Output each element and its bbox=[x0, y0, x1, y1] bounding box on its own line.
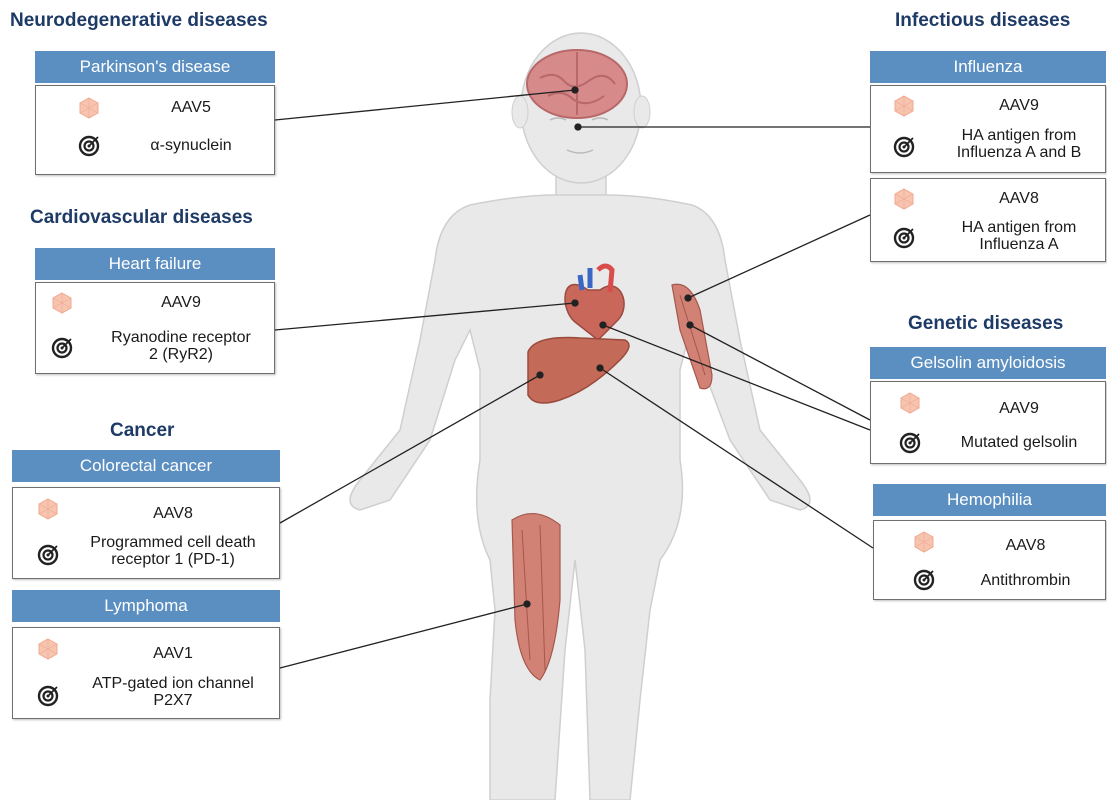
target-icon bbox=[899, 432, 921, 454]
aav-capsid-icon bbox=[913, 531, 935, 553]
aav-capsid-icon bbox=[78, 97, 100, 119]
target-icon bbox=[893, 227, 915, 249]
heading-cancer: Cancer bbox=[110, 420, 174, 442]
target-label: Mutated gelsolin bbox=[931, 434, 1107, 451]
card-influenza-aav9: AAV9 HA antigen from Influenza A and B bbox=[870, 85, 1106, 173]
card-heart-failure: AAV9 Ryanodine receptor 2 (RyR2) bbox=[35, 282, 275, 374]
vector-label: AAV8 bbox=[944, 537, 1107, 555]
aav-capsid-icon bbox=[899, 392, 921, 414]
banner-heart-failure: Heart failure bbox=[35, 248, 275, 280]
connector-dot-liver-2 bbox=[597, 365, 603, 371]
target-icon bbox=[893, 136, 915, 158]
heading-infectious: Infectious diseases bbox=[895, 10, 1070, 32]
target-icon bbox=[913, 569, 935, 591]
body-silhouette bbox=[350, 33, 810, 800]
banner-parkinsons: Parkinson's disease bbox=[35, 51, 275, 83]
target-label: ATP-gated ion channel P2X7 bbox=[65, 675, 281, 709]
ear-right bbox=[634, 96, 650, 128]
card-parkinsons: AAV5 α-synuclein bbox=[35, 85, 275, 175]
banner-influenza: Influenza bbox=[870, 51, 1106, 83]
vector-label: AAV9 bbox=[931, 97, 1107, 115]
connector-dot-brain bbox=[572, 87, 578, 93]
target-label: Programmed cell death receptor 1 (PD-1) bbox=[65, 534, 281, 568]
aav-capsid-icon bbox=[893, 188, 915, 210]
target-label: α-synuclein bbox=[106, 137, 276, 154]
aav-capsid-icon bbox=[51, 292, 73, 314]
connector-lymphoma bbox=[280, 604, 527, 668]
banner-colorectal: Colorectal cancer bbox=[12, 450, 280, 482]
aav-capsid-icon bbox=[893, 95, 915, 117]
target-label: Antithrombin bbox=[944, 572, 1107, 589]
card-influenza-aav8: AAV8 HA antigen from Influenza A bbox=[870, 178, 1106, 262]
brain bbox=[527, 50, 627, 118]
vector-label: AAV8 bbox=[65, 505, 281, 523]
target-label: Ryanodine receptor 2 (RyR2) bbox=[86, 329, 276, 363]
target-icon bbox=[78, 135, 100, 157]
target-label: HA antigen from Influenza A bbox=[931, 219, 1107, 253]
banner-gelsolin: Gelsolin amyloidosis bbox=[870, 347, 1106, 379]
banner-lymphoma: Lymphoma bbox=[12, 590, 280, 622]
card-hemophilia: AAV8 Antithrombin bbox=[873, 520, 1106, 600]
connector-dot-arm-2 bbox=[687, 322, 693, 328]
vector-label: AAV9 bbox=[931, 400, 1107, 418]
card-colorectal: AAV8 Programmed cell death receptor 1 (P… bbox=[12, 487, 280, 579]
target-icon bbox=[51, 337, 73, 359]
target-icon bbox=[37, 544, 59, 566]
aav-capsid-icon bbox=[37, 638, 59, 660]
card-lymphoma: AAV1 ATP-gated ion channel P2X7 bbox=[12, 627, 280, 719]
connector-dot-arm-1 bbox=[685, 295, 691, 301]
target-icon bbox=[37, 685, 59, 707]
connector-dot-head bbox=[575, 124, 581, 130]
vector-label: AAV9 bbox=[86, 294, 276, 312]
banner-hemophilia: Hemophilia bbox=[873, 484, 1106, 516]
target-label: HA antigen from Influenza A and B bbox=[931, 127, 1107, 161]
connector-dot-thigh bbox=[524, 601, 530, 607]
connector-dot-liver-1 bbox=[537, 372, 543, 378]
card-gelsolin: AAV9 Mutated gelsolin bbox=[870, 381, 1106, 464]
heading-neurodegenerative: Neurodegenerative diseases bbox=[10, 10, 268, 32]
vector-label: AAV8 bbox=[931, 190, 1107, 208]
heading-cardiovascular: Cardiovascular diseases bbox=[30, 207, 253, 229]
connector-dot-heart bbox=[572, 300, 578, 306]
vector-label: AAV1 bbox=[65, 645, 281, 663]
ear-left bbox=[512, 96, 528, 128]
heading-genetic: Genetic diseases bbox=[908, 313, 1063, 335]
aav-capsid-icon bbox=[37, 498, 59, 520]
vector-label: AAV5 bbox=[106, 99, 276, 117]
connector-dot-heart-2 bbox=[600, 322, 606, 328]
